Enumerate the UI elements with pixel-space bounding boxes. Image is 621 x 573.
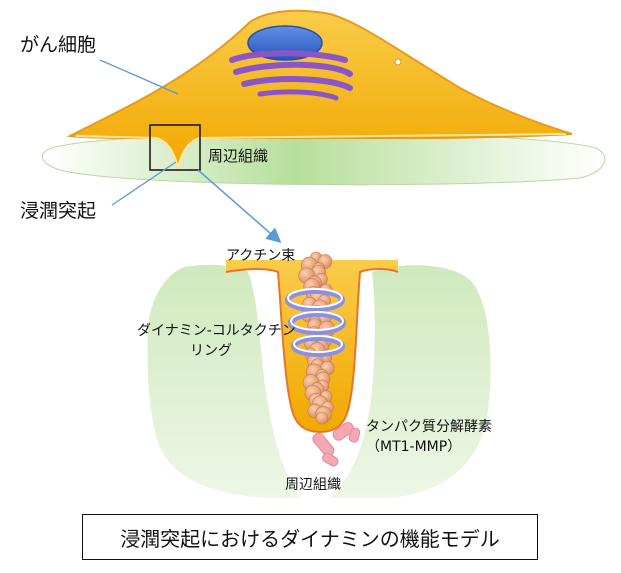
golgi-apparatus xyxy=(229,50,353,101)
pointer-invadopodium xyxy=(111,161,177,206)
zoom-arrow xyxy=(197,169,282,243)
mmp-left xyxy=(312,432,335,457)
dynamin-cortactin-rings xyxy=(285,288,346,357)
pointer-cancer-cell xyxy=(99,59,179,95)
cell-membrane-edge xyxy=(75,133,567,169)
label-protease-1: タンパク質分解酵素 xyxy=(366,419,492,435)
label-actin-bundle: アクチン束 xyxy=(226,248,296,264)
label-invadopodium: 浸潤突起 xyxy=(20,200,97,222)
label-protease-2: （MT1-MMP） xyxy=(366,439,462,455)
mmp-right xyxy=(332,422,354,441)
vesicle xyxy=(394,58,402,66)
label-dynamin-ring-2: リング xyxy=(190,343,232,359)
label-surrounding-tissue-top: 周辺組織 xyxy=(208,147,269,165)
figure-caption: 浸潤突起におけるダイナミンの機能モデル xyxy=(82,514,538,560)
zoom-box xyxy=(149,124,201,171)
invadopodium-membrane xyxy=(225,268,399,434)
label-dynamin-ring-1: ダイナミン-コルタクチン xyxy=(137,323,296,339)
label-surrounding-tissue-bottom: 周辺組織 xyxy=(285,477,341,493)
tissue-band-top xyxy=(42,132,606,186)
tissue-right-lobe xyxy=(330,265,491,498)
label-cancer-cell: がん細胞 xyxy=(20,34,97,56)
mt1-mmp-proteases xyxy=(312,422,361,467)
tissue-left-lobe xyxy=(147,264,300,499)
caption-text: 浸潤突起におけるダイナミンの機能モデル xyxy=(120,526,500,551)
actin-bead xyxy=(315,411,329,425)
